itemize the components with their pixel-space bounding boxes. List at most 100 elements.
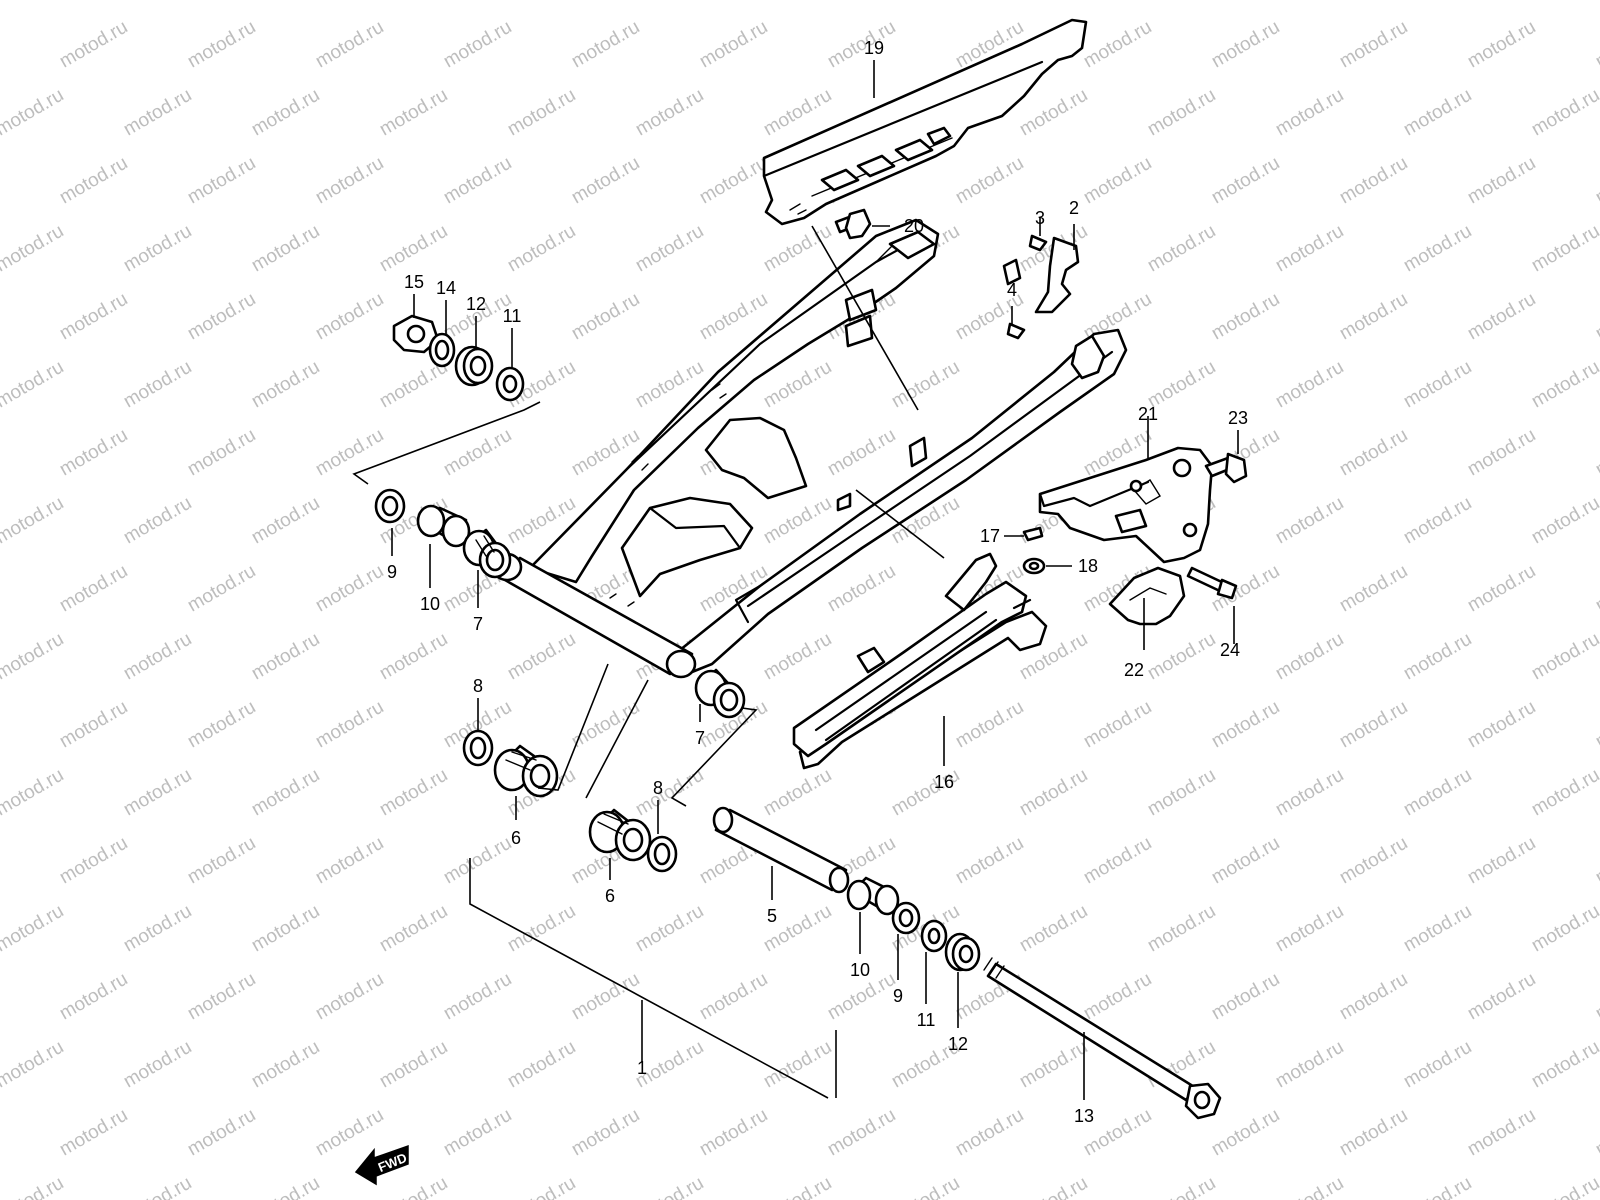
- watermark-text: motod.ru: [1208, 17, 1283, 73]
- callout-6b: 6: [605, 886, 615, 906]
- callout-21: 21: [1138, 404, 1158, 424]
- watermark-text: motod.ru: [1400, 0, 1475, 4]
- callout-5: 5: [767, 906, 777, 926]
- callout-9a: 9: [387, 562, 397, 582]
- watermark-text: motod.ru: [1592, 1105, 1600, 1161]
- part-16-chain-slider: [792, 552, 1048, 770]
- watermark-text: motod.ru: [184, 289, 259, 345]
- watermark-text: motod.ru: [312, 697, 387, 753]
- callout-11b: 11: [917, 1010, 936, 1030]
- part-10-spacer-left: [416, 504, 471, 548]
- watermark-text: motod.ru: [1464, 561, 1539, 617]
- callout-3: 3: [1035, 208, 1045, 228]
- watermark-text: motod.ru: [1080, 969, 1155, 1025]
- part-20-bolt: [834, 208, 872, 240]
- part-21-brake-bracket: [1038, 446, 1214, 564]
- callout-13: 13: [1074, 1106, 1094, 1126]
- watermark-text: motod.ru: [1080, 833, 1155, 889]
- watermark-text: motod.ru: [1528, 221, 1600, 277]
- watermark-text: motod.ru: [0, 153, 3, 209]
- watermark-text: motod.ru: [1400, 221, 1475, 277]
- watermark-text: motod.ru: [1144, 85, 1219, 141]
- watermark-text: motod.ru: [248, 901, 323, 957]
- watermark-text: motod.ru: [120, 493, 195, 549]
- part-1-swingarm: [491, 218, 1128, 679]
- watermark-text: motod.ru: [120, 221, 195, 277]
- part-5-pivot-sleeve: [712, 806, 850, 894]
- watermark-text: motod.ru: [1592, 289, 1600, 345]
- watermark-text: motod.ru: [1272, 221, 1347, 277]
- watermark-text: motod.ru: [824, 17, 899, 73]
- watermark-text: motod.ru: [1272, 629, 1347, 685]
- watermark-text: motod.ru: [1336, 153, 1411, 209]
- watermark-text: motod.ru: [1016, 765, 1091, 821]
- watermark-text: motod.ru: [120, 765, 195, 821]
- watermark-text: motod.ru: [1336, 17, 1411, 73]
- watermark-text: motod.ru: [1208, 1105, 1283, 1161]
- watermark-text: motod.ru: [56, 833, 131, 889]
- watermark-text: motod.ru: [1208, 833, 1283, 889]
- callout-1: 1: [637, 1058, 647, 1078]
- watermark-text: motod.ru: [184, 561, 259, 617]
- part-7-bearing-left: [462, 528, 512, 579]
- callout-6a: 6: [511, 828, 521, 848]
- watermark-text: motod.ru: [56, 17, 131, 73]
- watermark-text: motod.ru: [632, 221, 707, 277]
- watermark-text: motod.ru: [1528, 765, 1600, 821]
- watermark-text: motod.ru: [312, 153, 387, 209]
- fwd-label: FWD: [376, 1150, 409, 1175]
- watermark-text: motod.ru: [696, 153, 771, 209]
- watermark-text: motod.ru: [504, 85, 579, 141]
- callout-14: 14: [436, 278, 456, 298]
- watermark-text: motod.ru: [1592, 697, 1600, 753]
- watermark-text: motod.ru: [1400, 629, 1475, 685]
- watermark-text: motod.ru: [1208, 697, 1283, 753]
- watermark-text: motod.ru: [1336, 833, 1411, 889]
- callout-20: 20: [904, 216, 924, 236]
- watermark-text: motod.ru: [1400, 493, 1475, 549]
- watermark-text: motod.ru: [1528, 0, 1600, 4]
- watermark-text: motod.ru: [56, 153, 131, 209]
- watermark-text: motod.ru: [1464, 833, 1539, 889]
- watermark-text: motod.ru: [440, 969, 515, 1025]
- watermark-text: motod.ru: [760, 765, 835, 821]
- watermark-text: motod.ru: [312, 1105, 387, 1161]
- callout-9b: 9: [893, 986, 903, 1006]
- watermark-text: motod.ru: [0, 901, 67, 957]
- watermark-text: motod.ru: [1016, 0, 1091, 4]
- watermark-text: motod.ru: [1528, 629, 1600, 685]
- watermark-text: motod.ru: [1464, 697, 1539, 753]
- watermark-text: motod.ru: [1272, 1173, 1347, 1200]
- watermark-text: motod.ru: [56, 289, 131, 345]
- watermark-text: motod.ru: [184, 833, 259, 889]
- part-9-seal-right: [891, 901, 921, 935]
- watermark-text: motod.ru: [760, 1173, 835, 1200]
- watermark-text: motod.ru: [1144, 1173, 1219, 1200]
- watermark-text: motod.ru: [1272, 493, 1347, 549]
- part-10-spacer-right: [846, 876, 900, 916]
- callout-labels: 1 2 3 4 5 6 6 7 7 8 8 9 9 10 10 11 11 12…: [387, 38, 1248, 1126]
- watermark-text: motod.ru: [1336, 697, 1411, 753]
- watermark-text: motod.ru: [1144, 901, 1219, 957]
- watermark-text: motod.ru: [248, 85, 323, 141]
- watermark-text: motod.ru: [1016, 1173, 1091, 1200]
- callout-10a: 10: [420, 594, 440, 614]
- watermark-text: motod.ru: [0, 969, 3, 1025]
- watermark-text: motod.ru: [696, 17, 771, 73]
- callout-7b: 7: [695, 728, 705, 748]
- watermark-text: motod.ru: [1336, 561, 1411, 617]
- watermark-text: motod.ru: [952, 833, 1027, 889]
- watermark-text: motod.ru: [1144, 629, 1219, 685]
- watermark-text: motod.ru: [120, 1173, 195, 1200]
- watermark-text: motod.ru: [376, 1037, 451, 1093]
- watermark-text: motod.ru: [248, 765, 323, 821]
- watermark-text: motod.ru: [376, 629, 451, 685]
- part-11-washer-lower: [920, 919, 948, 953]
- watermark-text: motod.ru: [248, 1173, 323, 1200]
- watermark-text: motod.ru: [696, 969, 771, 1025]
- part-17-screw: [1022, 526, 1044, 542]
- watermark-text: motod.ru: [504, 629, 579, 685]
- watermark-text: motod.ru: [0, 561, 3, 617]
- watermark-text: motod.ru: [1528, 493, 1600, 549]
- watermark-text: motod.ru: [0, 0, 67, 4]
